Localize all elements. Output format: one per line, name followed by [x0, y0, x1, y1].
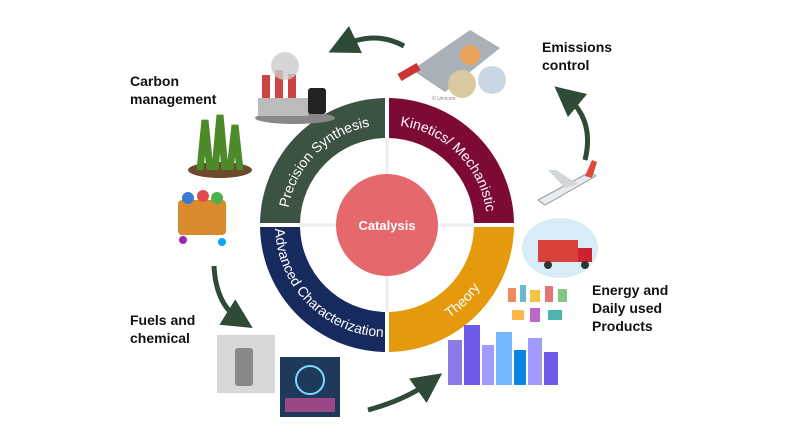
energy-line-1: Energy and	[592, 282, 669, 298]
airplane-image	[537, 160, 597, 206]
arrow-top	[328, 25, 406, 53]
carbon-line-2: management	[130, 91, 217, 107]
arrow-right	[554, 86, 591, 161]
catalytic-converter-image	[397, 30, 506, 98]
center-circle	[336, 174, 438, 276]
city-skyline-image	[448, 325, 558, 385]
carbon-line-1: Carbon	[130, 73, 179, 89]
crops-image	[188, 114, 252, 178]
factory-co2-image	[255, 52, 335, 124]
segment-precision-synthesis	[260, 98, 385, 223]
label-emissions-control: Emissions control	[542, 38, 612, 74]
emissions-line-1: Emissions	[542, 39, 613, 55]
emissions-line-2: control	[542, 57, 590, 73]
label-carbon-management: Carbon management	[130, 72, 216, 108]
label-energy-products: Energy and Daily used Products	[592, 281, 668, 335]
fuels-line-1: Fuels and	[130, 312, 196, 328]
chemistry-image	[280, 357, 340, 417]
segment-advanced-characterization	[260, 227, 385, 352]
fuel-pump-image	[217, 335, 275, 393]
daily-products-image	[508, 285, 567, 322]
truck-image	[522, 218, 598, 278]
segment-theory	[389, 227, 514, 352]
energy-line-3: Products	[592, 318, 653, 334]
credit-text: © Umicore	[432, 95, 456, 102]
energy-line-2: Daily used	[592, 300, 663, 316]
fuels-line-2: chemical	[130, 330, 190, 346]
center-label: Catalysis	[358, 218, 415, 233]
label-fuels-chemical: Fuels and chemical	[130, 311, 195, 347]
arrow-bottom	[367, 373, 443, 413]
plastic-basket-image	[178, 190, 226, 246]
arrow-left	[211, 265, 253, 328]
segment-kinetics	[389, 98, 514, 223]
